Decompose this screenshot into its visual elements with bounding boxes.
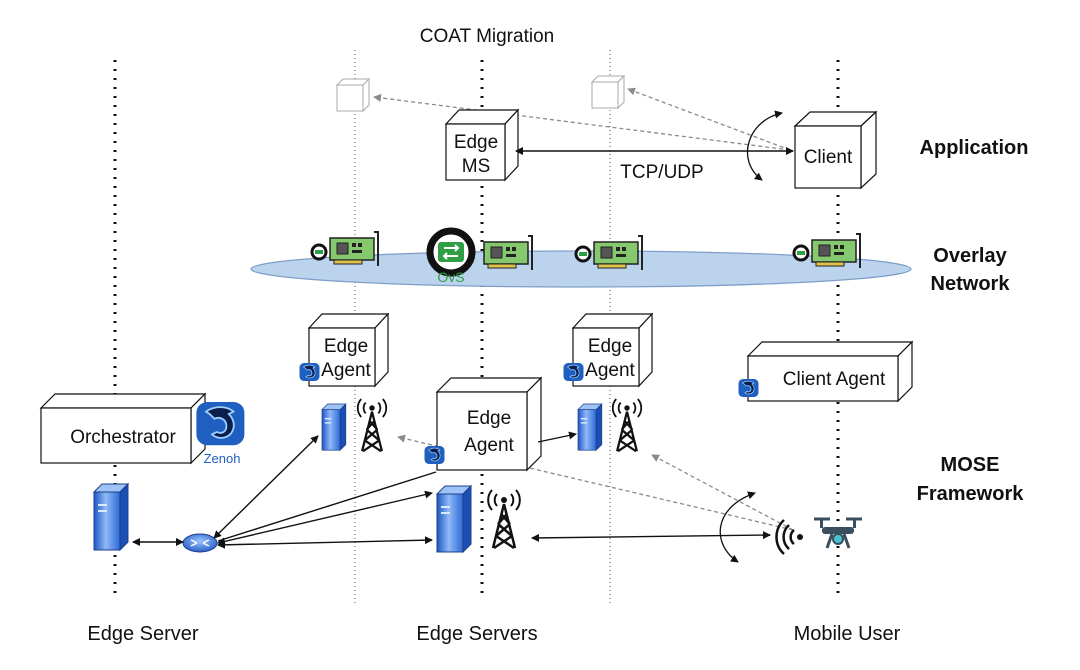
zenoh-dragon-icon: [424, 445, 445, 465]
wireless-signal-icon: [775, 519, 803, 555]
orchestrator-label: Orchestrator: [70, 427, 176, 448]
edge-agent-label-line1: Edge: [467, 408, 511, 429]
client-agent-box: Client Agent: [746, 340, 914, 403]
edge-agent-label-line1: Edge: [588, 336, 632, 357]
client-agent-label: Client Agent: [783, 369, 886, 390]
zenoh-dragon-icon: [563, 362, 584, 382]
edge-agent-box-right: Edge Agent: [571, 312, 654, 388]
edge-agent-box-center: Edge Agent: [435, 376, 543, 472]
edge-ms-box: Edge MS: [444, 108, 520, 182]
server-icon: [436, 485, 472, 553]
antenna-tower-icon: [356, 397, 388, 453]
nic-port-icon: [792, 244, 810, 262]
edge-agent-label-line2: Agent: [321, 360, 371, 381]
antenna-tower-icon: [486, 488, 522, 550]
ovs-label: OvS: [437, 269, 464, 285]
edge-agent-box-left: Edge Agent: [307, 312, 390, 388]
network-links: [132, 431, 771, 549]
layer-label-mose: MOSE: [941, 454, 1000, 476]
zenoh-dragon-icon: [195, 401, 246, 447]
ovs-icon: OvS: [426, 227, 476, 285]
server-icon: [93, 483, 129, 551]
layer-label-network: Network: [931, 273, 1011, 295]
edge-agent-label-line2: Agent: [464, 435, 514, 456]
drone-icon: [814, 517, 862, 549]
antenna-tower-icon: [611, 397, 643, 453]
edge-ms-label-line2: MS: [462, 156, 491, 177]
nic-port-icon: [574, 245, 592, 263]
edge-agent-label-line1: Edge: [324, 336, 368, 357]
client-box: Client: [793, 110, 878, 190]
layer-label-application: Application: [920, 137, 1029, 159]
edge-agent-label-line2: Agent: [585, 360, 635, 381]
orchestrator-box: Orchestrator: [39, 392, 207, 465]
server-icon: [577, 403, 603, 451]
edge-ms-label-line1: Edge: [454, 132, 498, 153]
column-label-mobile-user: Mobile User: [794, 623, 901, 645]
tcp-udp-label: TCP/UDP: [620, 162, 703, 183]
drone-handover-arc: [719, 491, 756, 563]
zenoh-label: Zenoh: [204, 451, 241, 466]
layer-label-overlay: Overlay: [933, 245, 1007, 267]
diagram-title: COAT Migration: [420, 26, 554, 47]
router-icon: [182, 533, 218, 553]
nic-port-icon: [310, 243, 328, 261]
zenoh-dragon-icon: [738, 378, 759, 398]
zenoh-dragon-icon: [299, 362, 320, 382]
migration-ghost-box-left: [335, 77, 371, 113]
column-label-edge-servers: Edge Servers: [416, 623, 537, 645]
client-label: Client: [804, 147, 853, 168]
migration-ghost-box-right: [590, 74, 626, 110]
client-handover-arc: [746, 110, 783, 181]
server-icon: [321, 403, 347, 451]
layer-label-framework: Framework: [917, 483, 1025, 505]
column-label-edge-server: Edge Server: [87, 623, 199, 645]
